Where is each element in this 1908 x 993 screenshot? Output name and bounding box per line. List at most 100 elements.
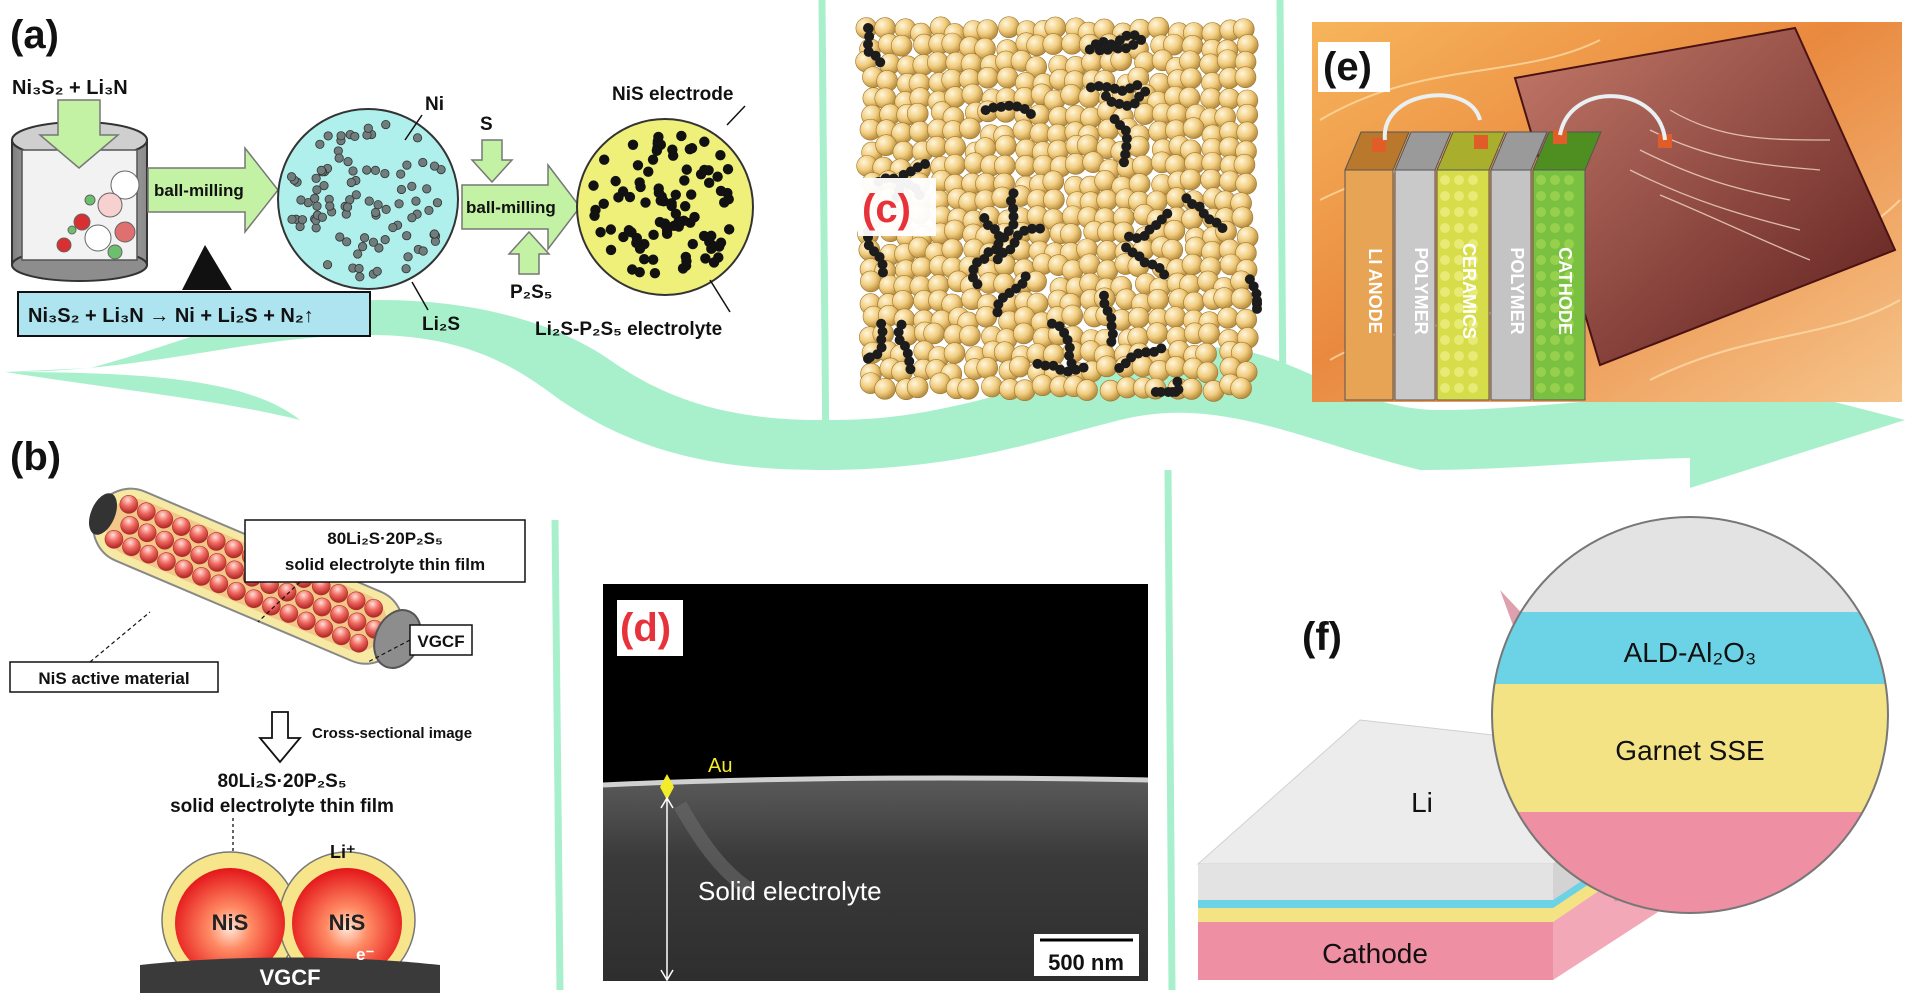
ni-particle bbox=[351, 190, 361, 200]
battery-layer-texture bbox=[1564, 271, 1574, 281]
polymer-chain-bead bbox=[968, 264, 979, 275]
battery-layer-texture bbox=[1440, 239, 1450, 249]
s-label: S bbox=[480, 114, 493, 135]
polymer-chain-bead bbox=[1129, 30, 1140, 41]
ni-particle bbox=[424, 205, 434, 216]
ni-particle bbox=[402, 160, 412, 170]
ni-particle bbox=[407, 181, 417, 191]
battery-layer-texture bbox=[1440, 175, 1450, 185]
nis-particle bbox=[661, 228, 673, 240]
battery-layer-top bbox=[1532, 131, 1602, 171]
divider-line bbox=[1276, 0, 1287, 411]
polymer-chain-bead bbox=[1117, 85, 1128, 96]
nis-active-callout-box bbox=[9, 661, 219, 693]
battery-layer-texture bbox=[1564, 255, 1574, 265]
li-label: Li bbox=[1411, 787, 1433, 818]
polymer-chain-bead bbox=[1121, 141, 1132, 152]
nis-active-particle bbox=[122, 537, 141, 557]
polymer-chain-bead bbox=[1159, 269, 1170, 280]
reactants-label: Ni₃S₂ + Li₃N bbox=[12, 77, 128, 99]
polymer-chain-bead bbox=[1012, 101, 1023, 112]
electrolyte-particle bbox=[1236, 121, 1258, 144]
nis-particle bbox=[638, 254, 650, 265]
arrow-right-icon bbox=[461, 162, 581, 252]
ni-particle bbox=[362, 165, 372, 175]
polymer-chain-bead bbox=[1109, 83, 1120, 94]
nis-particle bbox=[627, 139, 639, 150]
polymer-chain-bead bbox=[1109, 114, 1120, 125]
battery-layer-texture bbox=[1468, 367, 1478, 377]
battery-layer-texture bbox=[1454, 319, 1464, 329]
li-plus-label: Li⁺ bbox=[330, 842, 356, 862]
battery-layer-texture bbox=[1454, 287, 1464, 297]
polymer-chain-bead bbox=[1252, 303, 1262, 314]
polymer-chain-bead bbox=[864, 31, 875, 42]
nis-particle bbox=[715, 149, 726, 161]
ni-particle bbox=[403, 252, 413, 262]
au-label: Au bbox=[708, 755, 732, 777]
polymer-chain-bead bbox=[1004, 100, 1015, 111]
ni-particle bbox=[355, 272, 365, 282]
vgcf-bottom-label: VGCF bbox=[259, 965, 320, 990]
nis-active-particle bbox=[349, 633, 369, 653]
ni-particle bbox=[322, 260, 333, 270]
nis-active-particle bbox=[209, 574, 229, 594]
panel-b-label: (b) bbox=[10, 435, 61, 479]
battery-layer-label: CATHODE bbox=[1555, 247, 1575, 335]
ni-particle bbox=[411, 196, 421, 206]
battery-layer-texture bbox=[1564, 383, 1574, 393]
ni-particle bbox=[422, 184, 432, 194]
nis-active-particle bbox=[104, 530, 124, 549]
ni-particle bbox=[364, 196, 374, 206]
nis-particle bbox=[643, 166, 654, 177]
electrolyte-particle bbox=[976, 19, 999, 41]
electron-label: e⁻ bbox=[356, 945, 374, 964]
electrolyte-particle bbox=[1008, 355, 1031, 378]
electrolyte-particle bbox=[926, 51, 949, 74]
nis-particle bbox=[640, 197, 651, 208]
nis-particle bbox=[653, 187, 665, 199]
nis-particle bbox=[715, 185, 727, 197]
electrolyte-particle bbox=[1196, 361, 1219, 384]
electrolyte-particle bbox=[1180, 67, 1202, 90]
battery-layer-texture bbox=[1440, 287, 1450, 297]
battery-layer-texture bbox=[1550, 207, 1560, 217]
electrolyte-particle bbox=[957, 378, 979, 400]
battery-layer-texture bbox=[1564, 223, 1574, 233]
arrow-up-icon bbox=[507, 230, 551, 275]
polymer-chain-bead bbox=[1132, 80, 1143, 91]
battery-layer-top bbox=[1394, 131, 1452, 171]
polymer-chain-bead bbox=[1133, 348, 1144, 359]
polymer-chain-bead bbox=[1093, 81, 1104, 92]
battery-layer-texture bbox=[1454, 303, 1464, 313]
battery-layer-texture bbox=[1550, 383, 1560, 393]
ni-particle bbox=[388, 222, 398, 233]
nis-particle bbox=[708, 257, 720, 268]
polymer-chain-bead bbox=[1064, 342, 1075, 353]
panel-a-label: (a) bbox=[10, 13, 59, 57]
nis-active-particle bbox=[189, 524, 209, 544]
polymer-chain-bead bbox=[1172, 376, 1183, 387]
electrolyte-particle bbox=[1235, 173, 1257, 195]
panel-c-label: (c) bbox=[862, 187, 911, 231]
battery-layer-texture bbox=[1564, 367, 1574, 377]
battery-layer-texture bbox=[1564, 191, 1574, 201]
polymer-chain-bead bbox=[877, 326, 888, 337]
nis-particle bbox=[605, 244, 617, 256]
electrolyte-particle bbox=[1230, 287, 1253, 310]
ni-particle bbox=[286, 172, 297, 182]
nis-electrode-label: NiS electrode bbox=[612, 84, 733, 105]
polymer-chain-bead bbox=[1121, 133, 1132, 144]
divider-line bbox=[818, 0, 830, 466]
nis-particle bbox=[723, 193, 734, 205]
divider-line bbox=[551, 519, 564, 991]
nis-active-particle bbox=[364, 598, 383, 618]
panel-d: (d) Au Solid electrolyte 500 nm bbox=[602, 584, 1149, 982]
ni-particle bbox=[325, 201, 335, 211]
nis-particle bbox=[673, 221, 684, 232]
ni-particle bbox=[368, 237, 378, 247]
polymer-chain-bead bbox=[902, 348, 913, 359]
battery-layer-texture bbox=[1468, 223, 1478, 233]
nis-particle bbox=[653, 131, 664, 143]
ball-milling-label: ball-milling bbox=[466, 198, 556, 217]
